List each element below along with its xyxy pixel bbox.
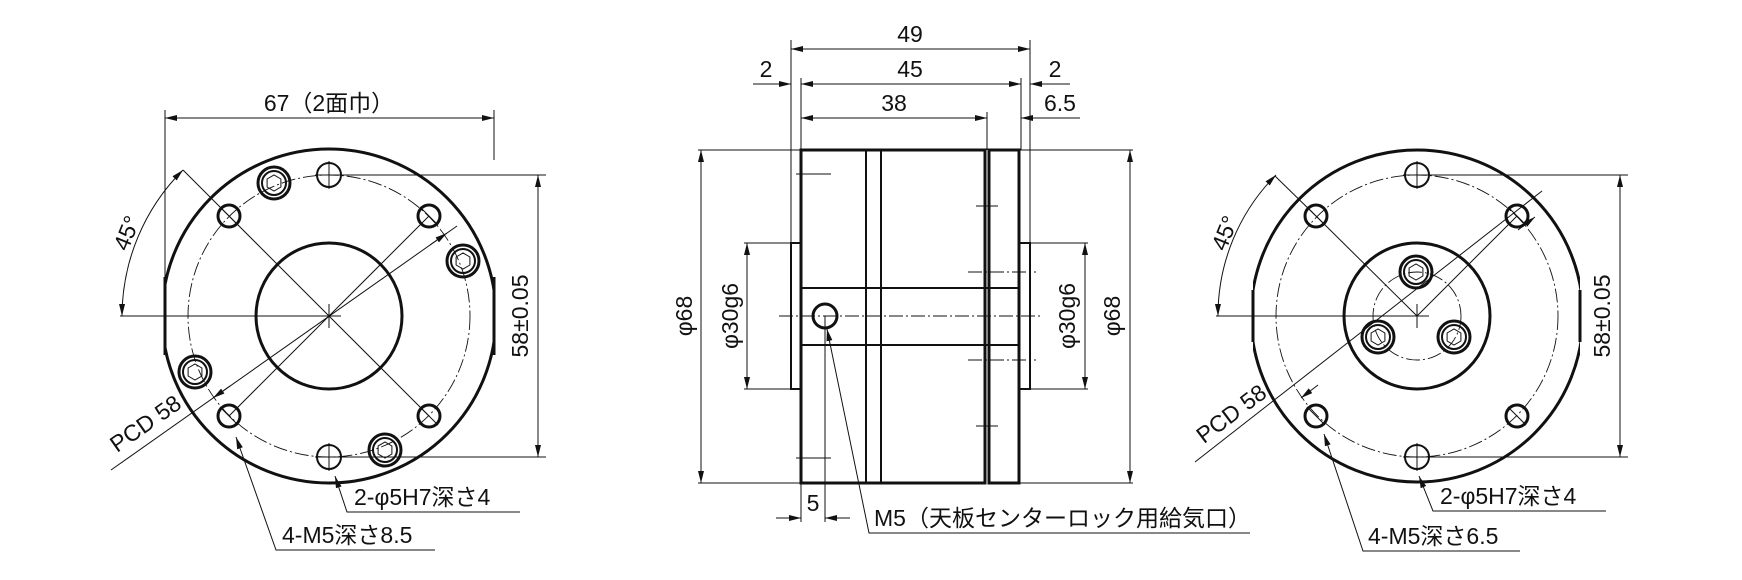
hex-socket-icon bbox=[455, 252, 471, 270]
dim-angle: 45° bbox=[108, 212, 145, 254]
dim-width-across-flats: 67（2面巾） bbox=[264, 90, 394, 116]
hex-socket-icon bbox=[1446, 328, 1462, 346]
tapped-hole bbox=[416, 203, 442, 229]
socket-bolt-head bbox=[445, 243, 481, 279]
front-view-left: 67（2面巾） 58±0.05 45° PCD 58 2-φ5H7深さ4 4-M… bbox=[105, 90, 546, 551]
dim-left-diameter: φ68 bbox=[671, 296, 697, 337]
dim-right-boss-diameter: φ30g6 bbox=[1054, 283, 1080, 349]
dowel-note: 2-φ5H7深さ4 bbox=[354, 484, 491, 510]
dim-angle: 45° bbox=[1206, 212, 1243, 254]
hex-socket-icon bbox=[187, 363, 203, 381]
socket-bolt-head bbox=[1360, 319, 1396, 355]
tapped-hole bbox=[416, 403, 442, 429]
dowel-hole bbox=[315, 443, 343, 471]
hex-socket-icon bbox=[266, 174, 282, 192]
dim-plate-thickness: 6.5 bbox=[1044, 90, 1076, 116]
pcd-label: PCD 58 bbox=[1191, 379, 1271, 448]
hex-socket-icon bbox=[1370, 328, 1386, 346]
tapped-hole bbox=[1504, 203, 1530, 229]
socket-bolt-head bbox=[1436, 319, 1472, 355]
port-note: M5（天板センターロック用給気口） bbox=[874, 505, 1251, 531]
socket-bolt-head bbox=[1398, 254, 1434, 290]
dim-left-boss-diameter: φ30g6 bbox=[717, 283, 743, 349]
outer-contour bbox=[1253, 148, 1580, 484]
main-body bbox=[799, 148, 987, 485]
dim-left-boss: 2 bbox=[760, 56, 773, 82]
tap-note: 4-M5深さ6.5 bbox=[1368, 523, 1498, 549]
dim-main-length: 38 bbox=[881, 90, 907, 116]
dim-pitch: 58±0.05 bbox=[1589, 275, 1615, 358]
tapped-hole bbox=[216, 403, 242, 429]
socket-bolt-head bbox=[367, 432, 403, 468]
dim-right-boss: 2 bbox=[1049, 56, 1062, 82]
pcd-label: PCD 58 bbox=[105, 390, 186, 457]
dim-pitch: 58±0.05 bbox=[507, 275, 533, 358]
tapped-hole bbox=[1303, 403, 1329, 429]
dowel-hole bbox=[1403, 443, 1431, 471]
dowel-hole bbox=[1403, 161, 1431, 189]
top-plate bbox=[987, 148, 1021, 485]
dim-right-diameter: φ68 bbox=[1099, 296, 1125, 337]
pcd-leader bbox=[110, 225, 458, 471]
outer-contour bbox=[165, 147, 494, 485]
hex-socket-icon bbox=[1408, 263, 1424, 281]
dowel-note: 2-φ5H7深さ4 bbox=[1440, 483, 1577, 509]
dim-overall-length: 49 bbox=[897, 21, 923, 47]
tap-note: 4-M5深さ8.5 bbox=[282, 522, 412, 548]
hex-socket-icon bbox=[377, 441, 393, 459]
socket-bolt-head bbox=[256, 165, 292, 201]
socket-bolt-head bbox=[177, 354, 213, 390]
dim-port-offset: 5 bbox=[807, 490, 820, 516]
angle-arc bbox=[119, 169, 184, 317]
front-view-right: 58±0.05 45° PCD 58 2-φ5H7深さ4 4-M5深さ6.5 bbox=[1191, 148, 1628, 552]
dowel-hole bbox=[315, 161, 343, 189]
tapped-hole bbox=[1504, 403, 1530, 429]
dim-body-length: 45 bbox=[897, 56, 923, 82]
side-view: 49 45 2 2 38 6.5 φ68 φ30g6 φ30g6 φ68 bbox=[671, 21, 1251, 534]
